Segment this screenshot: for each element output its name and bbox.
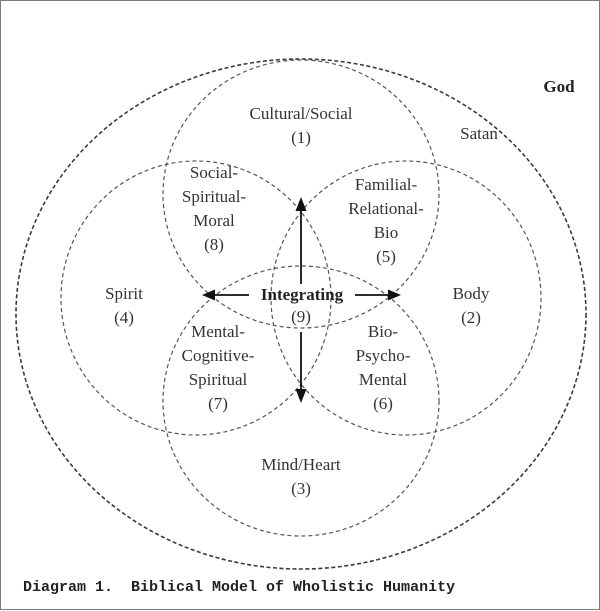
familial-label-line3: Bio bbox=[374, 223, 399, 242]
arrow-up-head bbox=[295, 197, 307, 211]
body-number: (2) bbox=[461, 308, 481, 327]
cultural-social-circle bbox=[162, 59, 440, 329]
mental-cognitive-label-line1: Mental- bbox=[191, 322, 245, 341]
mental-cognitive-label-line3: Spiritual bbox=[189, 370, 248, 389]
arrow-left-head bbox=[202, 289, 215, 301]
bio-psycho-label-line3: Mental bbox=[359, 370, 407, 389]
social-spiritual-number: (8) bbox=[204, 235, 224, 254]
familial-number: (5) bbox=[376, 247, 396, 266]
integrating-label: Integrating bbox=[261, 285, 344, 304]
diagram-caption: Diagram 1. Biblical Model of Wholistic H… bbox=[23, 579, 456, 596]
mind-heart-label: Mind/Heart bbox=[261, 455, 341, 474]
cultural-social-label: Cultural/Social bbox=[250, 104, 353, 123]
social-spiritual-label-line3: Moral bbox=[193, 211, 235, 230]
familial-label-line2: Relational- bbox=[348, 199, 424, 218]
cultural-social-number: (1) bbox=[291, 128, 311, 147]
familial-label-line1: Familial- bbox=[355, 175, 418, 194]
bio-psycho-label-line1: Bio- bbox=[368, 322, 399, 341]
arrow-right-head bbox=[388, 289, 401, 301]
god-circle bbox=[15, 58, 587, 570]
mental-cognitive-label-line2: Cognitive- bbox=[182, 346, 255, 365]
god-label: God bbox=[543, 77, 575, 96]
spirit-number: (4) bbox=[114, 308, 134, 327]
satan-label: Satan bbox=[460, 124, 498, 143]
mind-heart-circle bbox=[162, 265, 440, 537]
integrating-number: (9) bbox=[291, 307, 311, 326]
bio-psycho-number: (6) bbox=[373, 394, 393, 413]
mind-heart-number: (3) bbox=[291, 479, 311, 498]
social-spiritual-label-line2: Spiritual- bbox=[182, 187, 247, 206]
spirit-circle bbox=[60, 160, 332, 436]
mental-cognitive-number: (7) bbox=[208, 394, 228, 413]
bio-psycho-label-line2: Psycho- bbox=[356, 346, 411, 365]
body-circle bbox=[270, 160, 542, 436]
arrow-down-head bbox=[295, 389, 307, 403]
body-label: Body bbox=[453, 284, 490, 303]
social-spiritual-label-line1: Social- bbox=[190, 163, 238, 182]
spirit-label: Spirit bbox=[105, 284, 143, 303]
